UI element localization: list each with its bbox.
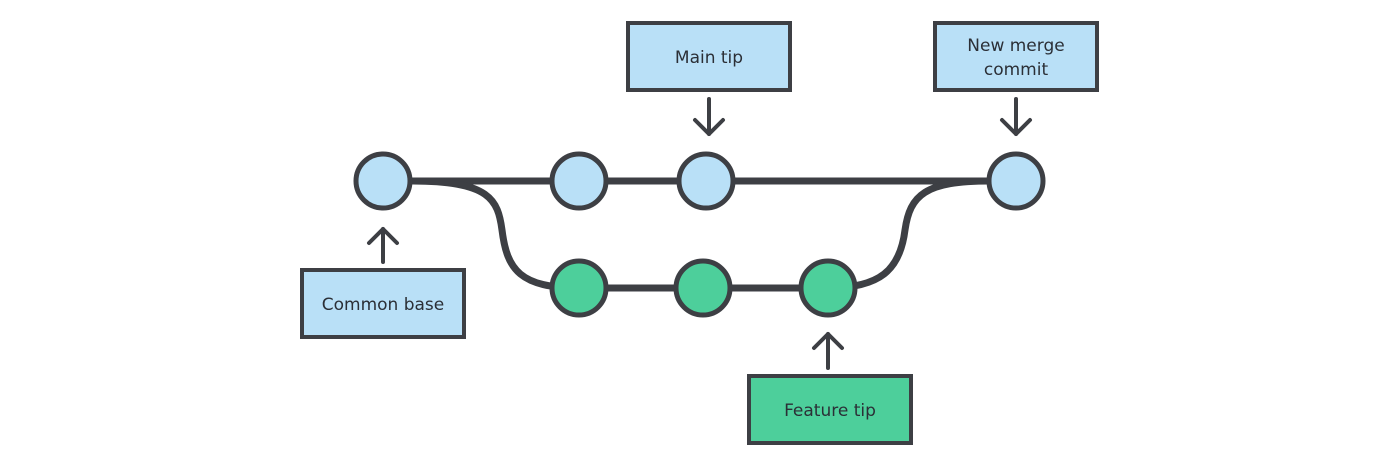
arrow-up-feature-tip-icon <box>812 332 844 370</box>
main-branch-commits <box>353 151 1046 211</box>
arrow-up-common-base-icon <box>367 227 399 264</box>
arrow-down-main-tip-icon <box>693 97 725 136</box>
commit-feature-1 <box>549 258 609 318</box>
label-new-merge-commit: New merge commit <box>933 21 1099 92</box>
label-text-new-merge-commit-line1: New merge <box>967 36 1064 56</box>
label-box-common-base <box>300 268 466 339</box>
label-box-main-tip <box>626 21 792 92</box>
arrows <box>367 97 1032 370</box>
label-common-base: Common base <box>300 268 466 339</box>
commit-main-tip <box>676 151 736 211</box>
commit-main-1 <box>549 151 609 211</box>
label-box-feature-tip <box>747 374 913 445</box>
label-feature-tip: Feature tip <box>747 374 913 445</box>
commit-feature-2 <box>673 258 733 318</box>
arrow-down-merge-commit-icon <box>1000 97 1032 136</box>
commit-common-base <box>353 151 413 211</box>
commit-merge <box>986 151 1046 211</box>
commit-feature-tip <box>798 258 858 318</box>
feature-branch-commits <box>549 258 858 318</box>
label-text-common-base: Common base <box>322 295 445 315</box>
label-text-new-merge-commit-line2: commit <box>984 60 1049 80</box>
label-text-feature-tip: Feature tip <box>784 401 876 421</box>
label-box-new-merge-commit <box>933 21 1099 92</box>
label-main-tip: Main tip <box>626 21 792 92</box>
label-text-main-tip: Main tip <box>675 48 743 68</box>
